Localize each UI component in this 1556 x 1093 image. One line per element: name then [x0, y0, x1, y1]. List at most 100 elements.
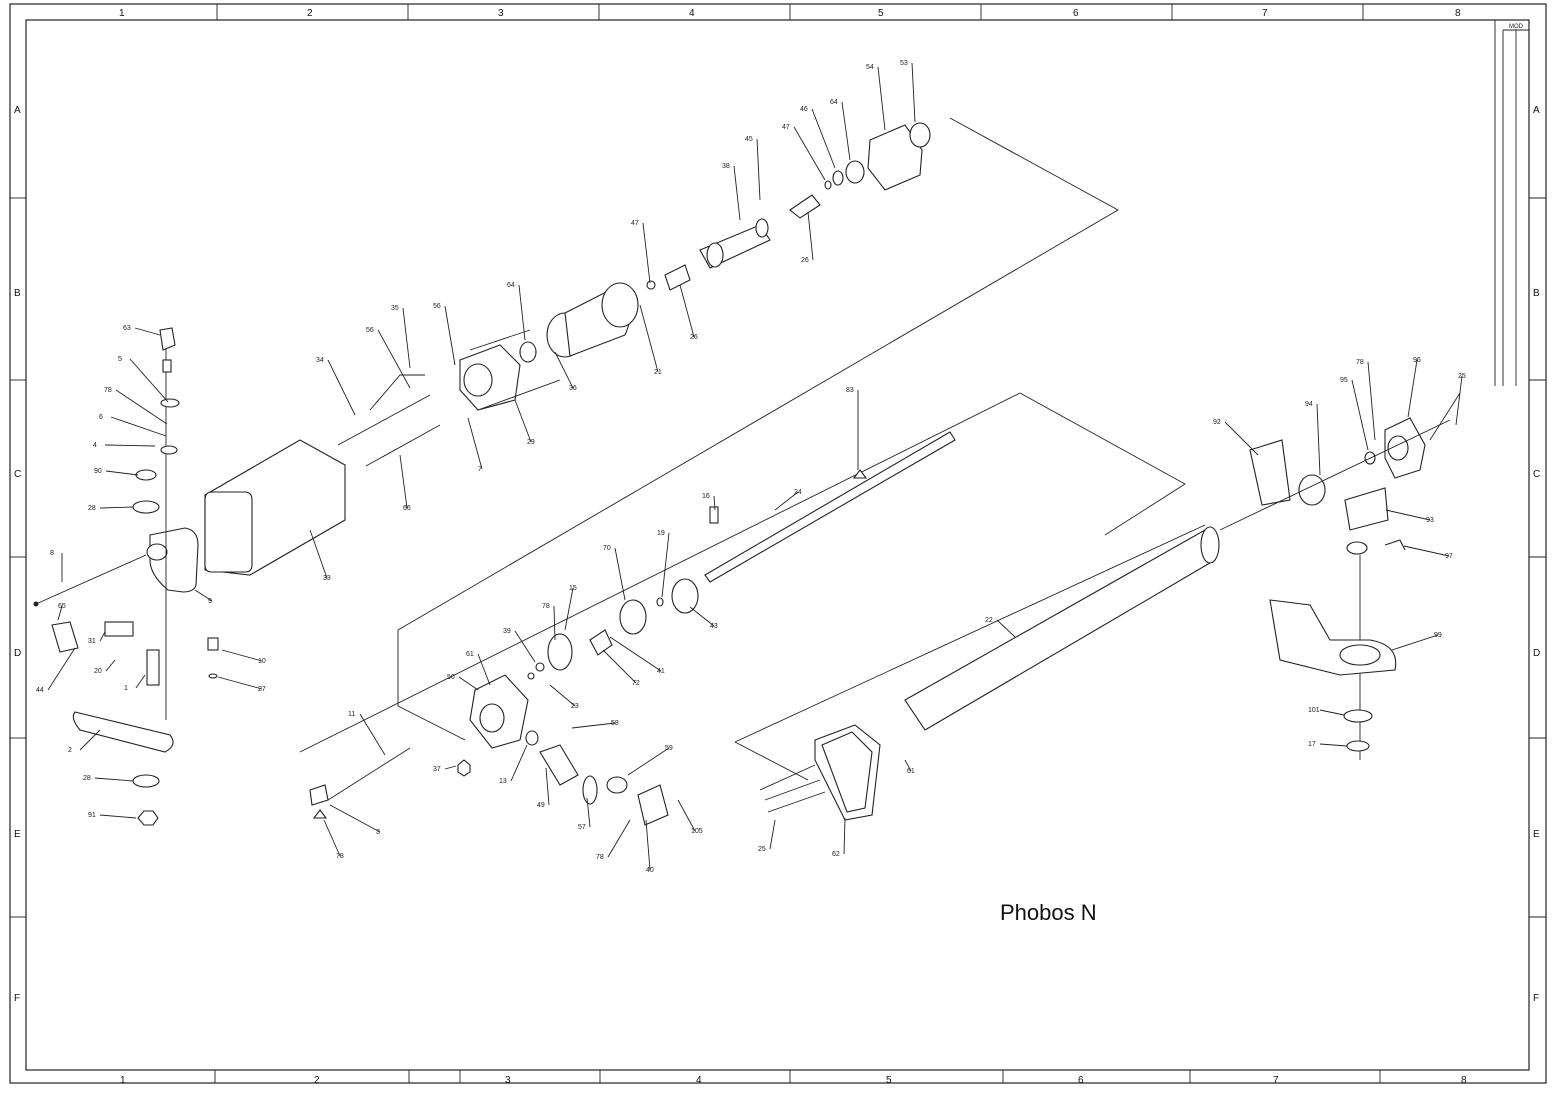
part-callout-35: 35 — [391, 305, 411, 369]
leader-line — [47, 647, 76, 691]
row-marker: B — [1533, 288, 1540, 299]
part-number: 7 — [478, 466, 482, 473]
part-number: 56 — [433, 303, 441, 310]
part-callout-96: 96 — [1407, 357, 1421, 418]
part-number: 61 — [466, 651, 474, 658]
part-callout-66: 66 — [399, 454, 411, 512]
part-callout-4: 4 — [93, 442, 156, 449]
leader-line — [309, 529, 328, 579]
part-callout-43: 43 — [689, 606, 718, 630]
leader-line — [477, 653, 491, 686]
part-number: 56 — [366, 327, 374, 334]
part-number: 31 — [88, 638, 96, 645]
part-number: 26 — [690, 334, 698, 341]
part-number: 83 — [846, 387, 854, 394]
part-number: 78 — [542, 603, 550, 610]
leader-line — [545, 767, 550, 806]
part-number: 45 — [745, 136, 753, 143]
leader-line — [221, 649, 263, 662]
part-number: 58 — [611, 720, 619, 727]
part-callout-15: 15 — [564, 585, 577, 631]
part-number: 40 — [646, 867, 654, 874]
leader-line — [571, 722, 616, 729]
part-number: 5 — [118, 356, 122, 363]
leader-line — [1316, 403, 1321, 476]
leader-line — [135, 674, 146, 689]
part-number: 78 — [596, 854, 604, 861]
part-callout-47: 47 — [631, 220, 651, 284]
part-callout-41: 41 — [609, 636, 665, 675]
part-callout-56: 56 — [366, 327, 411, 389]
part-number: 15 — [569, 585, 577, 592]
leader-line — [564, 587, 574, 631]
part-number: 47 — [631, 220, 639, 227]
column-marker: 1 — [119, 8, 125, 19]
leader-line — [99, 814, 137, 819]
part-number: 19 — [657, 530, 665, 537]
leader-line — [514, 630, 536, 663]
leader-line — [359, 713, 386, 756]
leader-line — [627, 747, 670, 776]
part-callout-92: 92 — [1213, 419, 1259, 456]
part-callout-44: 44 — [36, 647, 76, 694]
column-marker: 4 — [696, 1075, 702, 1086]
leader-line — [94, 777, 134, 782]
column-marker: 5 — [886, 1075, 892, 1086]
leader-line — [793, 126, 826, 181]
part-callout-38: 38 — [722, 163, 741, 221]
part-number: 4 — [93, 442, 97, 449]
leader-line — [129, 358, 169, 403]
part-number: 43 — [710, 623, 718, 630]
part-number: 24 — [794, 489, 802, 496]
part-callout-64: 64 — [830, 99, 851, 161]
part-number: 97 — [1445, 553, 1453, 560]
part-callout-101: 101 — [1308, 707, 1345, 716]
part-number: 22 — [985, 617, 993, 624]
part-callout-45: 45 — [745, 136, 761, 201]
part-callout-61: 61 — [904, 759, 915, 775]
leader-line — [807, 211, 814, 261]
part-number: 9 — [208, 598, 212, 605]
part-number: 20 — [94, 668, 102, 675]
part-callout-53: 53 — [900, 60, 916, 123]
column-marker: 7 — [1262, 8, 1268, 19]
part-callout-17: 17 — [1308, 741, 1348, 748]
leader-line — [602, 649, 637, 684]
part-callout-49: 49 — [537, 767, 550, 809]
leader-line — [554, 351, 574, 389]
leader-line — [1319, 709, 1345, 716]
row-marker: A — [1533, 105, 1540, 116]
leader-line — [609, 636, 662, 672]
part-number: 57 — [578, 824, 586, 831]
part-callout-28: 28 — [88, 505, 134, 512]
leader-line — [444, 765, 457, 770]
leader-line — [467, 417, 483, 470]
column-marker: 5 — [878, 8, 884, 19]
part-number: 78 — [336, 853, 344, 860]
row-marker: D — [14, 648, 21, 659]
row-marker: E — [1533, 829, 1540, 840]
leader-line — [110, 416, 167, 437]
column-marker: 1 — [120, 1075, 126, 1086]
part-callout-46: 46 — [800, 106, 836, 169]
part-number: 39 — [503, 628, 511, 635]
part-callout-90: 90 — [94, 468, 139, 476]
part-callout-2: 2 — [68, 729, 101, 754]
part-number: 2 — [68, 747, 72, 754]
leader-line — [1391, 634, 1439, 651]
leader-line — [510, 744, 528, 782]
part-callout-72: 72 — [602, 649, 640, 687]
leader-line — [514, 399, 532, 443]
part-number: 3 — [376, 829, 380, 836]
row-marker: C — [14, 469, 21, 480]
part-callout-5: 5 — [118, 356, 169, 403]
leader-line — [553, 605, 556, 641]
part-callout-28: 28 — [83, 775, 134, 782]
part-callout-59: 59 — [627, 745, 673, 776]
column-marker: 8 — [1455, 8, 1461, 19]
leader-line — [911, 62, 916, 123]
part-number: 66 — [403, 505, 411, 512]
leader-line — [677, 799, 696, 832]
part-number: 13 — [499, 778, 507, 785]
